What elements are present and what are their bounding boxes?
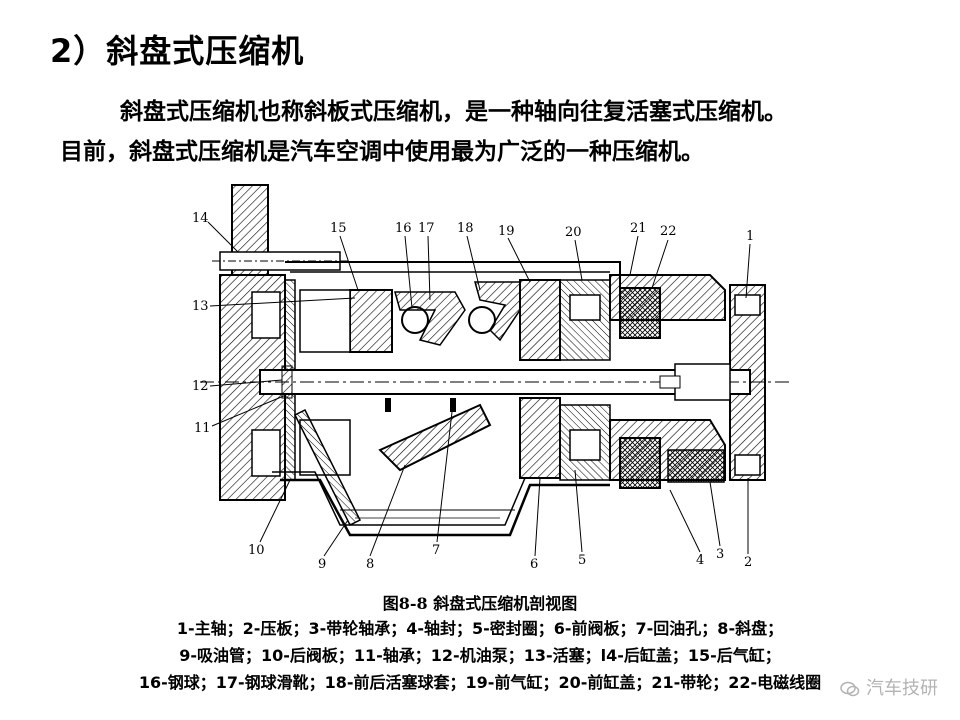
fig-label-16: 16	[395, 221, 412, 236]
intro-line-1: 斜盘式压缩机也称斜板式压缩机，是一种轴向往复活塞式压缩机。	[120, 99, 787, 125]
fig-label-19: 19	[498, 224, 515, 239]
fig-label-7: 7	[432, 543, 440, 558]
compressor-drawing: 14 15 16 17 18 19 20 21 22 1 13 12 11 10…	[192, 184, 790, 572]
fig-label-18: 18	[457, 221, 474, 236]
compressor-cross-section-figure: 14 15 16 17 18 19 20 21 22 1 13 12 11 10…	[190, 180, 810, 580]
watermark: 汽车技研	[840, 674, 938, 700]
fig-label-14: 14	[192, 211, 209, 226]
legend-row-3: 16-钢球；17-钢球滑靴；18-前后活塞球套；19-前气缸；20-前缸盖；21…	[138, 673, 822, 692]
fig-label-10: 10	[248, 543, 265, 558]
fig-label-20: 20	[565, 225, 582, 240]
watermark-text: 汽车技研	[866, 678, 938, 699]
intro-line-2: 目前，斜盘式压缩机是汽车空调中使用最为广泛的一种压缩机。	[60, 139, 704, 165]
fig-label-3: 3	[716, 547, 724, 562]
fig-label-22: 22	[660, 224, 677, 239]
fig-label-2: 2	[744, 555, 752, 570]
fig-label-17: 17	[418, 221, 435, 236]
fig-label-1: 1	[746, 229, 754, 244]
legend-row-2: 9-吸油管；10-后阀板；11-轴承；12-机油泵；13-活塞；l4-后缸盖；1…	[179, 646, 781, 665]
fig-label-6: 6	[530, 557, 538, 572]
wechat-icon	[840, 681, 860, 697]
fig-label-4: 4	[696, 553, 704, 568]
fig-label-12: 12	[192, 379, 209, 394]
fig-label-13: 13	[192, 299, 209, 314]
legend-row-1: 1-主轴；2-压板；3-带轮轴承；4-轴封；5-密封圈；6-前阀板；7-回油孔；…	[176, 619, 784, 638]
fig-label-9: 9	[318, 557, 326, 572]
fig-label-8: 8	[366, 557, 374, 572]
slide-title: 2）斜盘式压缩机	[50, 32, 305, 70]
fig-label-11: 11	[194, 421, 211, 436]
fig-label-21: 21	[630, 221, 647, 236]
intro-paragraph: 斜盘式压缩机也称斜板式压缩机，是一种轴向往复活塞式压缩机。 目前，斜盘式压缩机是…	[60, 92, 940, 172]
figure-caption: 图8-8 斜盘式压缩机剖视图	[382, 594, 578, 613]
fig-label-5: 5	[578, 553, 586, 568]
fig-label-15: 15	[330, 221, 347, 236]
